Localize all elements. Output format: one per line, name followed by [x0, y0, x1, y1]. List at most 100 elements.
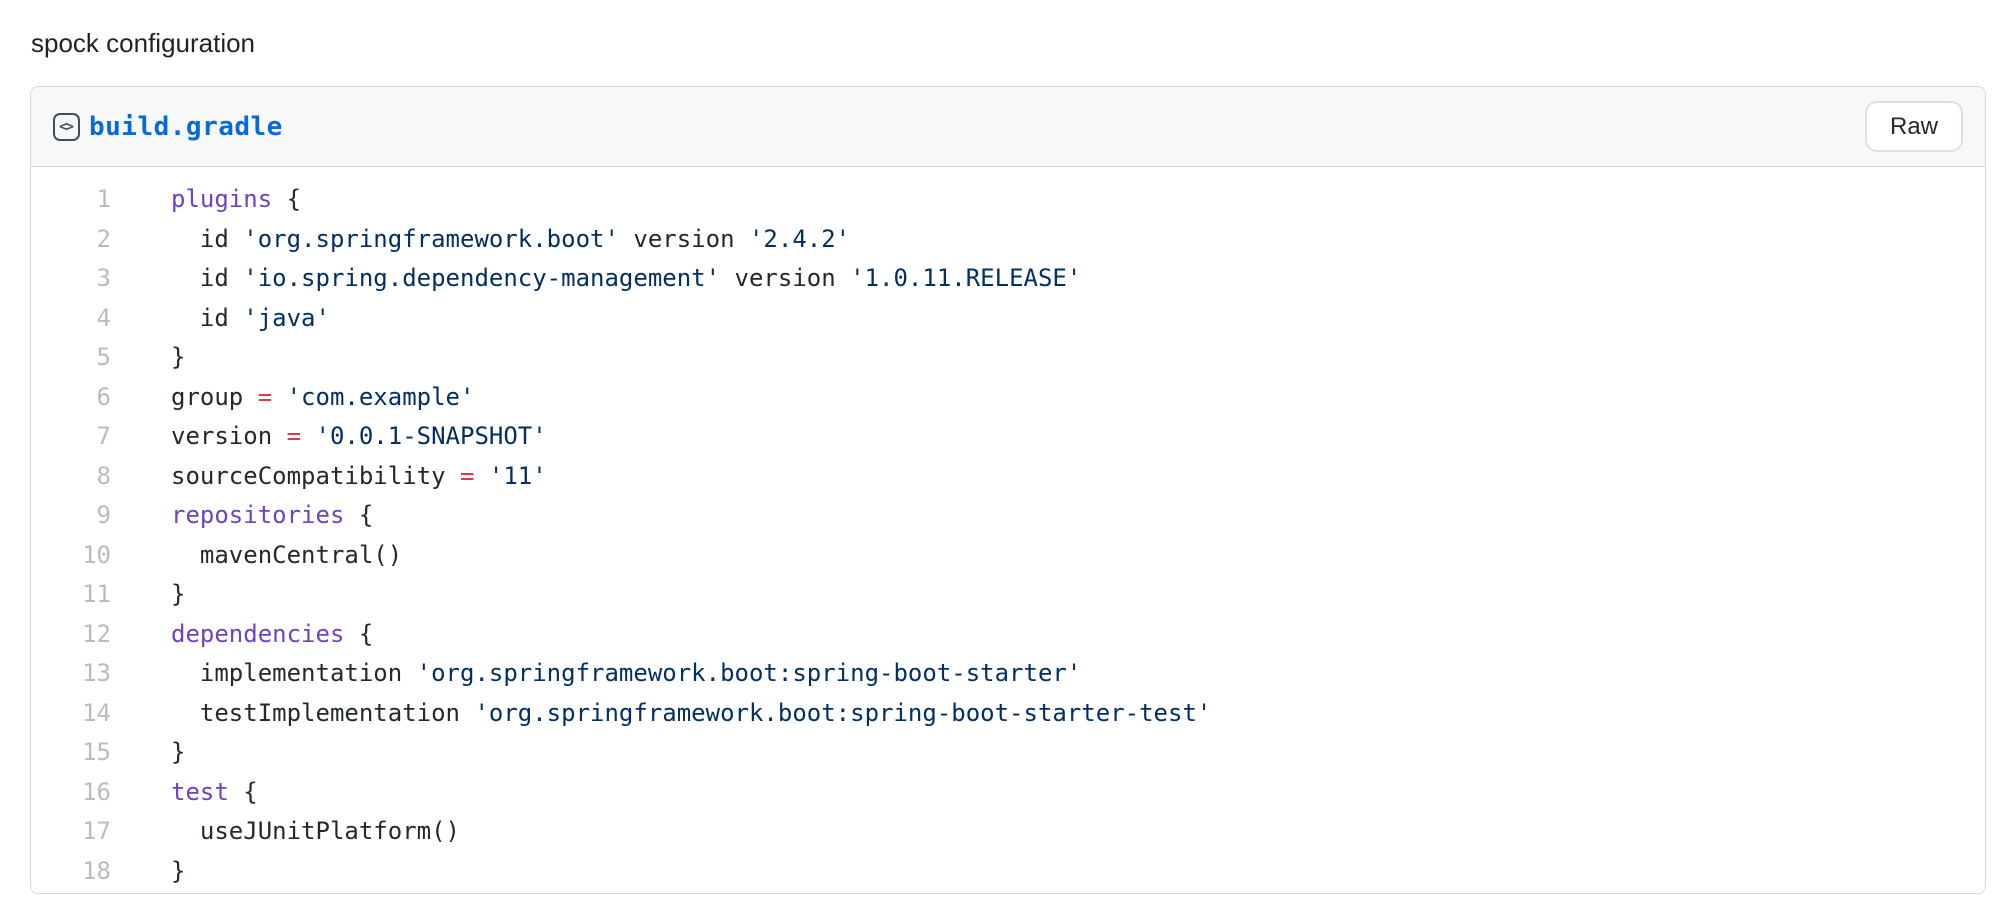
line-code: } — [111, 852, 1985, 892]
code-token: } — [171, 738, 186, 766]
code-token: mavenCentral() — [171, 540, 403, 569]
line-code: plugins { — [111, 180, 1985, 220]
code-line: 18} — [31, 852, 1985, 892]
code-token: id — [171, 303, 244, 332]
code-token: = — [286, 422, 302, 450]
code-line: 15} — [31, 733, 1985, 773]
line-number: 8 — [96, 461, 111, 490]
code-line: 13 implementation 'org.springframework.b… — [31, 654, 1985, 694]
gist-description: spock configuration — [31, 28, 256, 58]
line-code: useJUnitPlatform() — [111, 812, 1985, 852]
line-number: 3 — [96, 264, 111, 292]
line-number: 13 — [82, 659, 111, 687]
line-number: 12 — [82, 619, 111, 648]
line-number: 4 — [96, 303, 111, 332]
code-token: 'com.example' — [286, 382, 475, 411]
code-token: version — [171, 422, 287, 450]
line-code: id 'io.spring.dependency-management' ver… — [111, 259, 1985, 299]
code-token — [474, 462, 488, 490]
code-token: implementation — [171, 659, 417, 687]
line-number: 1 — [96, 185, 111, 213]
code-token — [272, 383, 286, 411]
line-code: group = 'com.example' — [111, 378, 1985, 418]
code-icon: <> — [53, 112, 80, 141]
line-number: 18 — [82, 856, 111, 885]
code-token: 'java' — [243, 303, 330, 332]
code-token: plugins — [171, 185, 273, 213]
raw-button[interactable]: Raw — [1865, 101, 1963, 152]
line-code: testImplementation 'org.springframework.… — [111, 694, 1985, 734]
line-number: 2 — [96, 224, 111, 253]
line-code: } — [111, 338, 1985, 378]
code-token: = — [459, 461, 475, 490]
line-number: 11 — [82, 580, 111, 608]
line-number: 9 — [96, 501, 111, 529]
code-token: id — [171, 224, 244, 253]
line-number: 7 — [96, 422, 111, 450]
line-code: sourceCompatibility = '11' — [111, 457, 1985, 497]
code-token: useJUnitPlatform() — [171, 817, 460, 845]
code-token: '0.0.1-SNAPSHOT' — [315, 422, 547, 450]
line-code: version = '0.0.1-SNAPSHOT' — [111, 417, 1985, 457]
code-token: version — [720, 264, 851, 292]
code-token: '1.0.11.RELEASE' — [850, 264, 1082, 292]
line-number: 17 — [82, 817, 111, 845]
code-line: 10 mavenCentral() — [31, 536, 1985, 576]
line-code: implementation 'org.springframework.boot… — [111, 654, 1985, 694]
line-number: 5 — [96, 343, 111, 371]
code-token: = — [257, 382, 273, 411]
code-line: 2 id 'org.springframework.boot' version … — [31, 220, 1985, 260]
line-code: } — [111, 733, 1985, 773]
line-code: repositories { — [111, 496, 1985, 536]
code-token: } — [171, 580, 186, 608]
line-code: } — [111, 575, 1985, 615]
line-code: mavenCentral() — [111, 536, 1985, 576]
file-info: <> build.gradle — [53, 112, 283, 142]
code-token: repositories — [171, 501, 345, 529]
code-token: 'org.springframework.boot:spring-boot-st… — [474, 698, 1212, 727]
code-token: 'io.spring.dependency-management' — [243, 264, 721, 292]
line-code: dependencies { — [111, 615, 1985, 655]
code-token: version — [618, 224, 749, 253]
code-line: 4 id 'java' — [31, 299, 1985, 339]
line-number: 16 — [82, 777, 111, 806]
code-token: } — [171, 343, 186, 371]
code-token: dependencies — [171, 619, 345, 648]
code-token: '11' — [488, 461, 547, 490]
code-line: 5} — [31, 338, 1985, 378]
code-token: test — [171, 777, 229, 806]
code-token: group — [171, 382, 258, 411]
gist-header: <> build.gradle Raw — [31, 87, 1985, 167]
line-code: test { — [111, 773, 1985, 813]
code-token: id — [171, 264, 244, 292]
code-token: testImplementation — [171, 698, 475, 727]
gist-filename-link[interactable]: build.gradle — [89, 111, 283, 142]
code-line: 17 useJUnitPlatform() — [31, 812, 1985, 852]
code-token: { — [344, 501, 374, 529]
code-token: sourceCompatibility — [171, 461, 460, 490]
code-line: 3 id 'io.spring.dependency-management' v… — [31, 259, 1985, 299]
line-number: 14 — [82, 698, 111, 727]
line-code: id 'java' — [111, 299, 1985, 339]
code-token: { — [228, 777, 258, 806]
line-number: 10 — [82, 540, 111, 569]
code-token: 'org.springframework.boot' — [243, 224, 619, 253]
code-token — [301, 422, 315, 450]
code-token: '2.4.2' — [748, 224, 851, 253]
line-number: 15 — [82, 738, 111, 766]
code-token: { — [344, 619, 374, 648]
line-number: 6 — [96, 382, 111, 411]
code-line: 14 testImplementation 'org.springframewo… — [31, 694, 1985, 734]
